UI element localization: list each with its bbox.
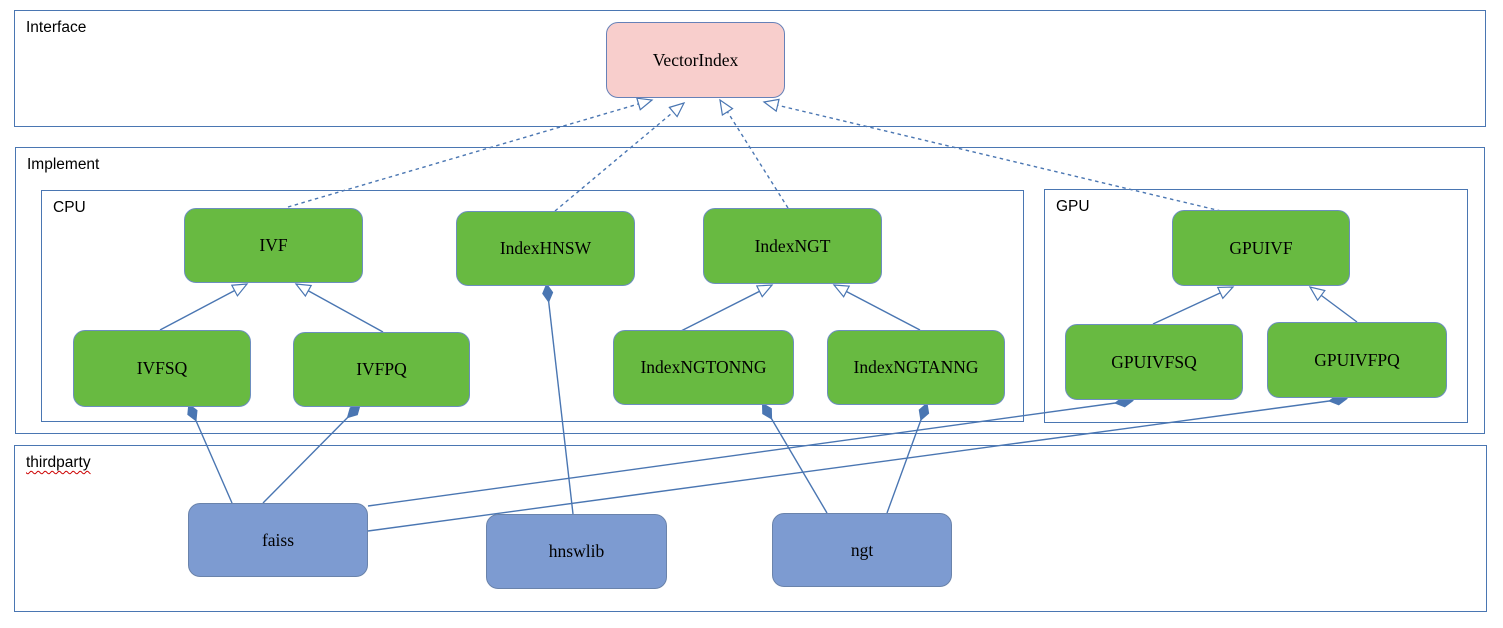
container-cpu-label: CPU <box>53 199 86 216</box>
container-thirdparty-label: thirdparty <box>26 454 91 471</box>
node-indexngtanng: IndexNGTANNG <box>827 330 1005 405</box>
node-ngt-label: ngt <box>850 539 874 560</box>
node-indexngt: IndexNGT <box>703 208 882 284</box>
node-hnswlib-label: hnswlib <box>548 541 605 561</box>
node-ivfsq: IVFSQ <box>73 330 251 407</box>
node-ivf: IVF <box>184 208 363 283</box>
node-ngt: ngt <box>772 513 952 587</box>
node-vectorindex: VectorIndex <box>606 22 785 98</box>
node-gpuivfsq: GPUIVFSQ <box>1065 324 1243 400</box>
node-indexngtonng: IndexNGTONNG <box>613 330 794 405</box>
node-indexhnsw-label: IndexHNSW <box>499 238 592 258</box>
node-indexngtanng-label: IndexNGTANNG <box>853 357 979 377</box>
node-ivfpq-label: IVFPQ <box>356 359 407 379</box>
node-indexhnsw: IndexHNSW <box>456 211 635 286</box>
node-ivf-label: IVF <box>259 235 288 255</box>
node-vectorindex-label: VectorIndex <box>652 49 739 70</box>
node-gpuivfpq-label: GPUIVFPQ <box>1314 349 1400 370</box>
node-ivfsq-label: IVFSQ <box>136 358 188 378</box>
node-indexngtonng-label: IndexNGTONNG <box>640 357 767 377</box>
node-faiss-label: faiss <box>261 529 295 550</box>
container-implement-label: Implement <box>27 156 100 173</box>
node-indexngt-label: IndexNGT <box>754 235 831 256</box>
node-gpuivfsq-label: GPUIVFSQ <box>1111 351 1197 372</box>
container-interface-label: Interface <box>26 19 87 36</box>
node-gpuivf: GPUIVF <box>1172 210 1350 286</box>
node-gpuivfpq: GPUIVFPQ <box>1267 322 1447 398</box>
node-gpuivf-label: GPUIVF <box>1229 237 1293 258</box>
node-ivfpq: IVFPQ <box>293 332 470 407</box>
node-hnswlib: hnswlib <box>486 514 667 589</box>
node-faiss: faiss <box>188 503 368 577</box>
container-gpu-label: GPU <box>1056 198 1090 215</box>
